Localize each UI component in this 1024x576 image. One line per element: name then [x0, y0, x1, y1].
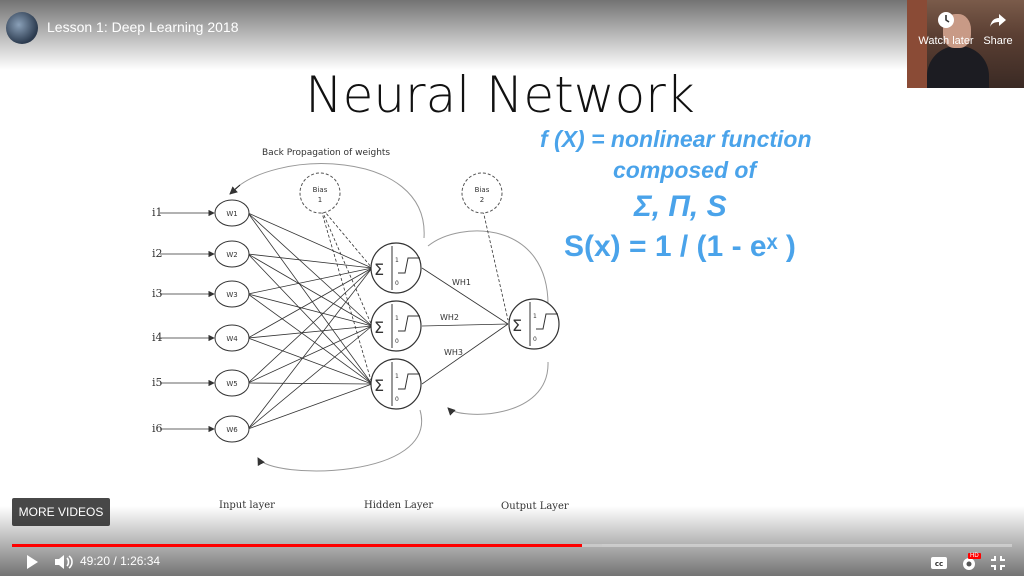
slide-title: Neural Network: [305, 66, 695, 124]
hidden-weight-label: WH2: [440, 313, 459, 322]
input-label: i2: [152, 247, 163, 260]
progress-bar[interactable]: [12, 544, 1012, 547]
channel-avatar[interactable]: [6, 12, 38, 44]
bias-2-number: 2: [480, 196, 484, 204]
exit-fullscreen-icon[interactable]: [990, 555, 1006, 571]
annotation-line-4: S(x) = 1 / (1 - eˣ ): [564, 230, 796, 263]
activation-zero: 0: [395, 396, 399, 403]
top-overlay: [0, 0, 1024, 70]
svg-text:cc: cc: [935, 560, 943, 568]
share-label: Share: [983, 35, 1013, 47]
video-title[interactable]: Lesson 1: Deep Learning 2018: [47, 19, 239, 35]
weight-label: W1: [226, 210, 237, 218]
annotation-line-1: f (X) = nonlinear function: [540, 126, 812, 152]
input-label: i5: [152, 376, 163, 389]
activation-one: 1: [395, 315, 399, 322]
bias-1-number: 1: [318, 196, 322, 204]
duration: 1:26:34: [120, 554, 161, 568]
gear-icon[interactable]: [960, 554, 980, 572]
hidden-weight-label: WH1: [452, 278, 471, 287]
share-arrow-icon: [990, 14, 1006, 27]
sigma-symbol: Σ: [374, 260, 384, 279]
annotation-line-2: composed of: [613, 157, 757, 183]
progress-played: [12, 544, 582, 547]
watch-later-button[interactable]: Watch later: [914, 10, 978, 47]
sigma-symbol: Σ: [374, 376, 384, 395]
neural-network-diagram: Back Propagation of weights: [152, 148, 569, 512]
bias-2-label: Bias: [475, 186, 490, 194]
activation-one: 1: [395, 373, 399, 380]
share-button[interactable]: Share: [978, 10, 1018, 47]
weight-label: W5: [226, 380, 237, 388]
current-time: 49:20: [80, 554, 111, 568]
activation-one: 1: [533, 313, 537, 320]
activation-zero: 0: [395, 280, 399, 287]
hidden-weight-label: WH3: [444, 348, 463, 357]
annotation-line-3: Σ, Π, S: [634, 190, 727, 223]
hd-badge: HD: [968, 553, 981, 559]
activation-zero: 0: [395, 338, 399, 345]
sigma-symbol: Σ: [512, 316, 522, 335]
backprop-label: Back Propagation of weights: [262, 148, 390, 158]
input-label: i3: [152, 287, 163, 300]
hidden-layer-label: Hidden Layer: [364, 500, 433, 511]
bias-1-label: Bias: [313, 186, 328, 194]
bottom-overlay: [0, 506, 1024, 576]
watch-later-label: Watch later: [918, 35, 974, 47]
weight-label: W3: [226, 291, 237, 299]
input-layer-label: Input layer: [219, 500, 275, 511]
webcam-overlay: [907, 0, 1024, 88]
clock-icon: [938, 12, 954, 28]
cc-icon[interactable]: cc: [930, 556, 948, 570]
sigma-symbol: Σ: [374, 318, 384, 337]
input-label: i6: [152, 422, 163, 435]
volume-icon[interactable]: [54, 554, 74, 570]
more-videos-button[interactable]: MORE VIDEOS: [12, 498, 110, 526]
weight-label: W2: [226, 251, 237, 259]
time-display: 49:20 / 1:26:34: [80, 554, 160, 568]
play-icon[interactable]: [24, 554, 40, 570]
time-separator: /: [113, 554, 117, 568]
weight-label: W4: [226, 335, 238, 343]
weight-label: W6: [226, 426, 238, 434]
activation-zero: 0: [533, 336, 537, 343]
input-label: i4: [152, 331, 163, 344]
input-label: i1: [152, 206, 163, 219]
activation-one: 1: [395, 257, 399, 264]
